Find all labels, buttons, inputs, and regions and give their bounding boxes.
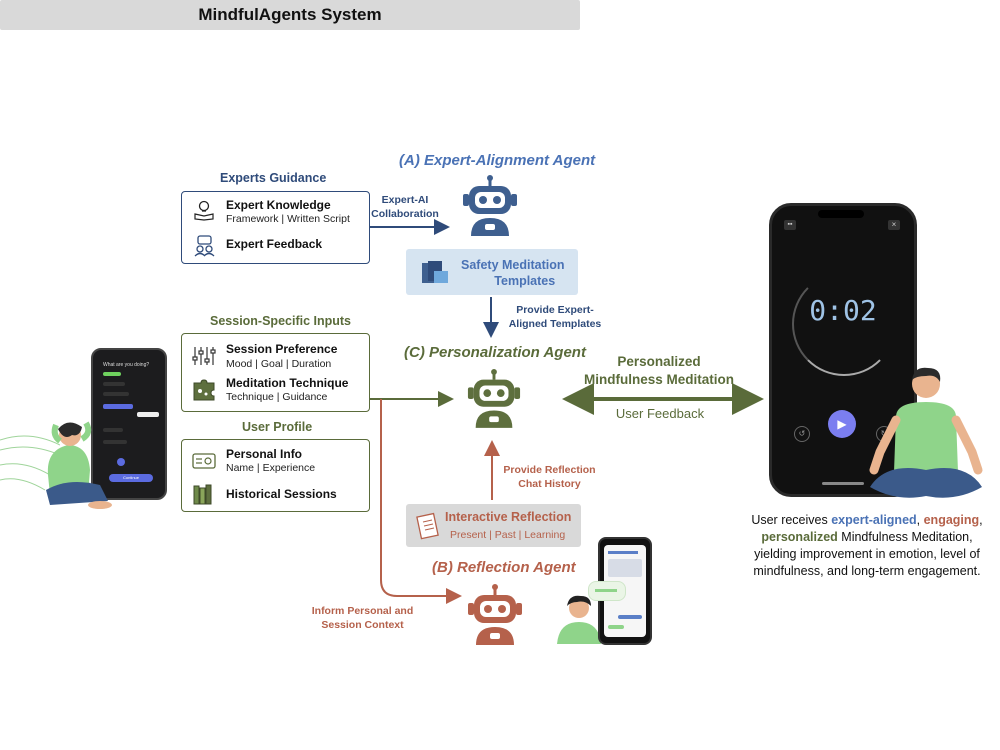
caption-comma2: , (979, 513, 983, 527)
interactive-reflection-title: Interactive Reflection (445, 510, 572, 524)
chat-line (618, 615, 642, 619)
phone-notch (818, 210, 864, 218)
left-phone-option (103, 382, 125, 386)
reflection-agent-label: (B) Reflection Agent (432, 559, 576, 576)
meditating-person-illustration (869, 367, 983, 498)
menu-icon[interactable]: ▪▪ (784, 220, 796, 230)
caption-personalized: personalized (761, 530, 838, 544)
left-phone-chip (103, 372, 121, 376)
chat-bubble-user (608, 625, 624, 629)
user-profile-box: Personal Info Name | Experience Historic… (181, 439, 370, 512)
collab-line2: Collaboration (371, 208, 439, 220)
close-icon[interactable]: × (888, 220, 900, 230)
personal-info-title: Personal Info (226, 447, 303, 461)
stressed-person-illustration (46, 421, 112, 509)
historical-sessions-title: Historical Sessions (226, 487, 337, 501)
caption-rest2: yielding improvement in emotion, level o… (754, 547, 980, 561)
chat-line (595, 589, 617, 592)
notepad-icon (416, 512, 439, 540)
system-title: MindfulAgents System (0, 0, 580, 30)
provide-line2: Aligned Templates (508, 318, 602, 330)
expert-feedback-icon (194, 235, 215, 257)
left-phone: What are you doing? Continue (91, 348, 167, 500)
sliders-icon (192, 347, 216, 365)
interactive-reflection-sub: Present | Past | Learning (450, 529, 566, 541)
id-card-icon (192, 453, 216, 469)
caption-rest3: mindfulness, and long-term engagement. (753, 564, 981, 578)
personal-info-sub: Name | Experience (226, 462, 316, 474)
collab-label: Expert-AI Collaboration (370, 193, 440, 221)
reflecting-person-illustration (557, 595, 601, 644)
personalization-agent-label: (C) Personalization Agent (404, 344, 586, 361)
left-phone-dot[interactable] (117, 458, 125, 466)
left-phone-option (103, 440, 127, 444)
reflection-history-label: Provide Reflection Chat History (497, 463, 602, 491)
chat-line2: Chat History (518, 478, 581, 490)
timer-progress-ring (792, 272, 896, 376)
rewind-icon[interactable]: ↺ (794, 426, 810, 442)
left-phone-question: What are you doing? (103, 362, 150, 368)
expert-knowledge-sub: Framework | Written Script (226, 213, 350, 225)
play-button[interactable]: ▶ (828, 410, 856, 438)
chat-line1: Provide Reflection (503, 464, 596, 476)
chat-bubble-popup (588, 581, 626, 601)
left-phone-option-selected[interactable] (103, 404, 133, 409)
safety-templates-box: Safety Meditation Templates (406, 249, 578, 295)
reflection-robot-icon (468, 584, 522, 645)
personalized-line2: Mindfulness Meditation (584, 372, 734, 387)
chat-bubble-agent (608, 559, 642, 577)
expert-alignment-robot-icon (463, 175, 517, 236)
safety-templates-line1: Safety Meditation (461, 258, 565, 272)
user-profile-heading: User Profile (242, 420, 313, 434)
left-phone-continue-button[interactable]: Continue (109, 474, 153, 482)
expert-knowledge-title: Expert Knowledge (226, 198, 331, 212)
inform-context-label: Inform Personal and Session Context (305, 604, 420, 632)
lightbulb-book-icon (194, 200, 214, 221)
collab-line1: Expert-AI (381, 194, 429, 206)
user-feedback-label: User Feedback (615, 406, 705, 421)
experts-guidance-heading: Experts Guidance (220, 171, 327, 185)
puzzle-icon (193, 379, 215, 401)
session-preference-title: Session Preference (226, 342, 338, 356)
caption-prefix: User receives (751, 513, 832, 527)
caption-expert-aligned: expert-aligned (831, 513, 917, 527)
templates-icon (422, 261, 448, 283)
session-preference-sub: Mood | Goal | Duration (226, 358, 332, 370)
meditation-technique-sub: Technique | Guidance (226, 391, 328, 403)
outcome-caption: User receives expert-aligned, engaging, … (742, 512, 992, 580)
expert-alignment-agent-label: (A) Expert-Alignment Agent (399, 152, 596, 169)
caption-engaging: engaging (923, 513, 980, 527)
personalized-meditation-label: Personalized Mindfulness Meditation (574, 353, 744, 389)
safety-templates-label: Safety Meditation Templates (461, 257, 565, 289)
home-indicator (822, 482, 864, 485)
experts-guidance-box: Expert Knowledge Framework | Written Scr… (181, 191, 370, 264)
provide-line1: Provide Expert- (516, 304, 594, 316)
timer-display: 0:02 (809, 294, 877, 327)
session-inputs-box: Session Preference Mood | Goal | Duratio… (181, 333, 370, 412)
provide-templates-label: Provide Expert- Aligned Templates (500, 303, 610, 331)
books-icon (193, 484, 212, 505)
left-phone-option (103, 428, 123, 432)
meditation-phone: ▪▪ × 0:02 ↺ ▶ ↻ (769, 203, 917, 497)
left-phone-option (103, 392, 129, 396)
inform-line1: Inform Personal and (311, 605, 414, 617)
left-phone-option (137, 412, 159, 417)
inform-line2: Session Context (321, 619, 404, 631)
session-inputs-heading: Session-Specific Inputs (210, 314, 352, 328)
interactive-reflection-box: Interactive Reflection Present | Past | … (406, 504, 581, 547)
meditation-technique-title: Meditation Technique (226, 376, 349, 390)
personalization-robot-icon (467, 369, 521, 428)
personalized-line1: Personalized (617, 354, 701, 369)
caption-rest1: Mindfulness Meditation, (837, 530, 973, 544)
caption-comma1: , (916, 513, 924, 527)
safety-templates-line2: Templates (494, 274, 556, 288)
chat-line (608, 551, 638, 554)
expert-feedback-title: Expert Feedback (226, 237, 323, 251)
